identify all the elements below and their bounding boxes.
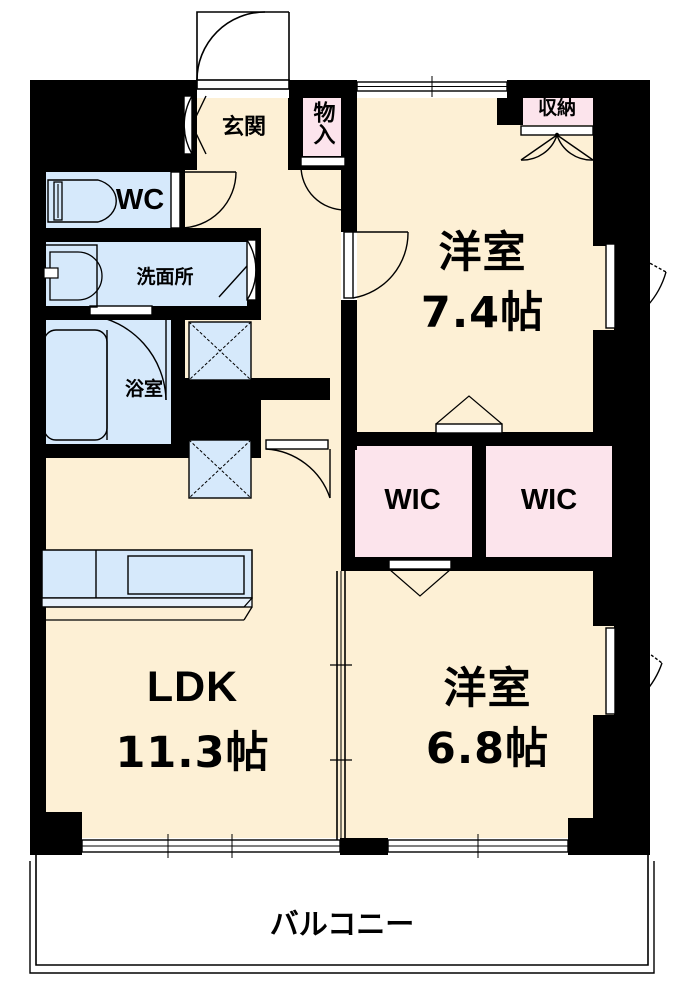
label-ldk-size: 11.3帖: [115, 728, 270, 778]
wall-corridor-east-stub: [247, 378, 261, 458]
label-genkan: 玄関: [221, 115, 266, 140]
label-ldk-name: LDK: [146, 662, 239, 711]
wall-south-mullion: [340, 838, 388, 855]
label-storage: 収納: [537, 97, 576, 119]
wall-southwest-corner: [30, 812, 82, 855]
label-bathroom: 浴室: [124, 377, 163, 400]
room-wic-left-floor: [349, 445, 474, 559]
label-balcony: バルコニー: [269, 907, 415, 941]
label-wic-right: WIC: [520, 483, 578, 516]
entrance-door-icon: [196, 11, 290, 90]
wall-bathroom-east: [171, 306, 185, 456]
wall-wic-middle: [472, 432, 486, 570]
wall-washroom-east: [247, 228, 261, 314]
wall-wic-east: [612, 432, 628, 570]
label-bedroom-north-size: 7.4帖: [420, 288, 545, 338]
label-bedroom-north-name: 洋室: [438, 228, 527, 278]
wall-bathroom-south: [30, 444, 185, 458]
wall-northeast-notch: [593, 196, 615, 246]
room-closet-floor: [303, 88, 341, 156]
opening-north-window: [357, 80, 507, 98]
wall-east-notch-low: [593, 571, 615, 626]
wall-block-center-b: [185, 438, 247, 458]
opening-entrance-door: [197, 80, 289, 98]
room-wic-right-floor: [484, 445, 614, 559]
wall-ldk-west: [30, 444, 46, 855]
wall-wic-west: [341, 432, 355, 570]
label-washroom: 洗面所: [136, 265, 194, 288]
wall-genkan-east: [288, 80, 303, 170]
doorway-bedroom-north: [341, 232, 357, 300]
wall-washroom-south: [30, 306, 261, 320]
wall-block-northwest-2: [30, 80, 185, 170]
label-closet: 物入: [309, 101, 335, 145]
wall-southeast-corner: [568, 818, 618, 842]
label-wic-left: WIC: [384, 483, 441, 516]
wall-east-notch-bottom: [593, 715, 615, 840]
wall-wc-south: [30, 228, 261, 242]
wall-east-notch-mid: [593, 330, 615, 435]
wall-storage-east: [593, 80, 615, 225]
label-wc: WC: [115, 183, 165, 216]
wall-wic-south: [341, 557, 621, 571]
label-bedroom-south-name: 洋室: [443, 664, 532, 714]
opening-ldk-balcony: [82, 838, 340, 855]
label-bedroom-south-size: 6.8帖: [425, 724, 550, 774]
wall-wc-north: [30, 156, 185, 172]
opening-bedroom-balcony: [388, 838, 568, 855]
